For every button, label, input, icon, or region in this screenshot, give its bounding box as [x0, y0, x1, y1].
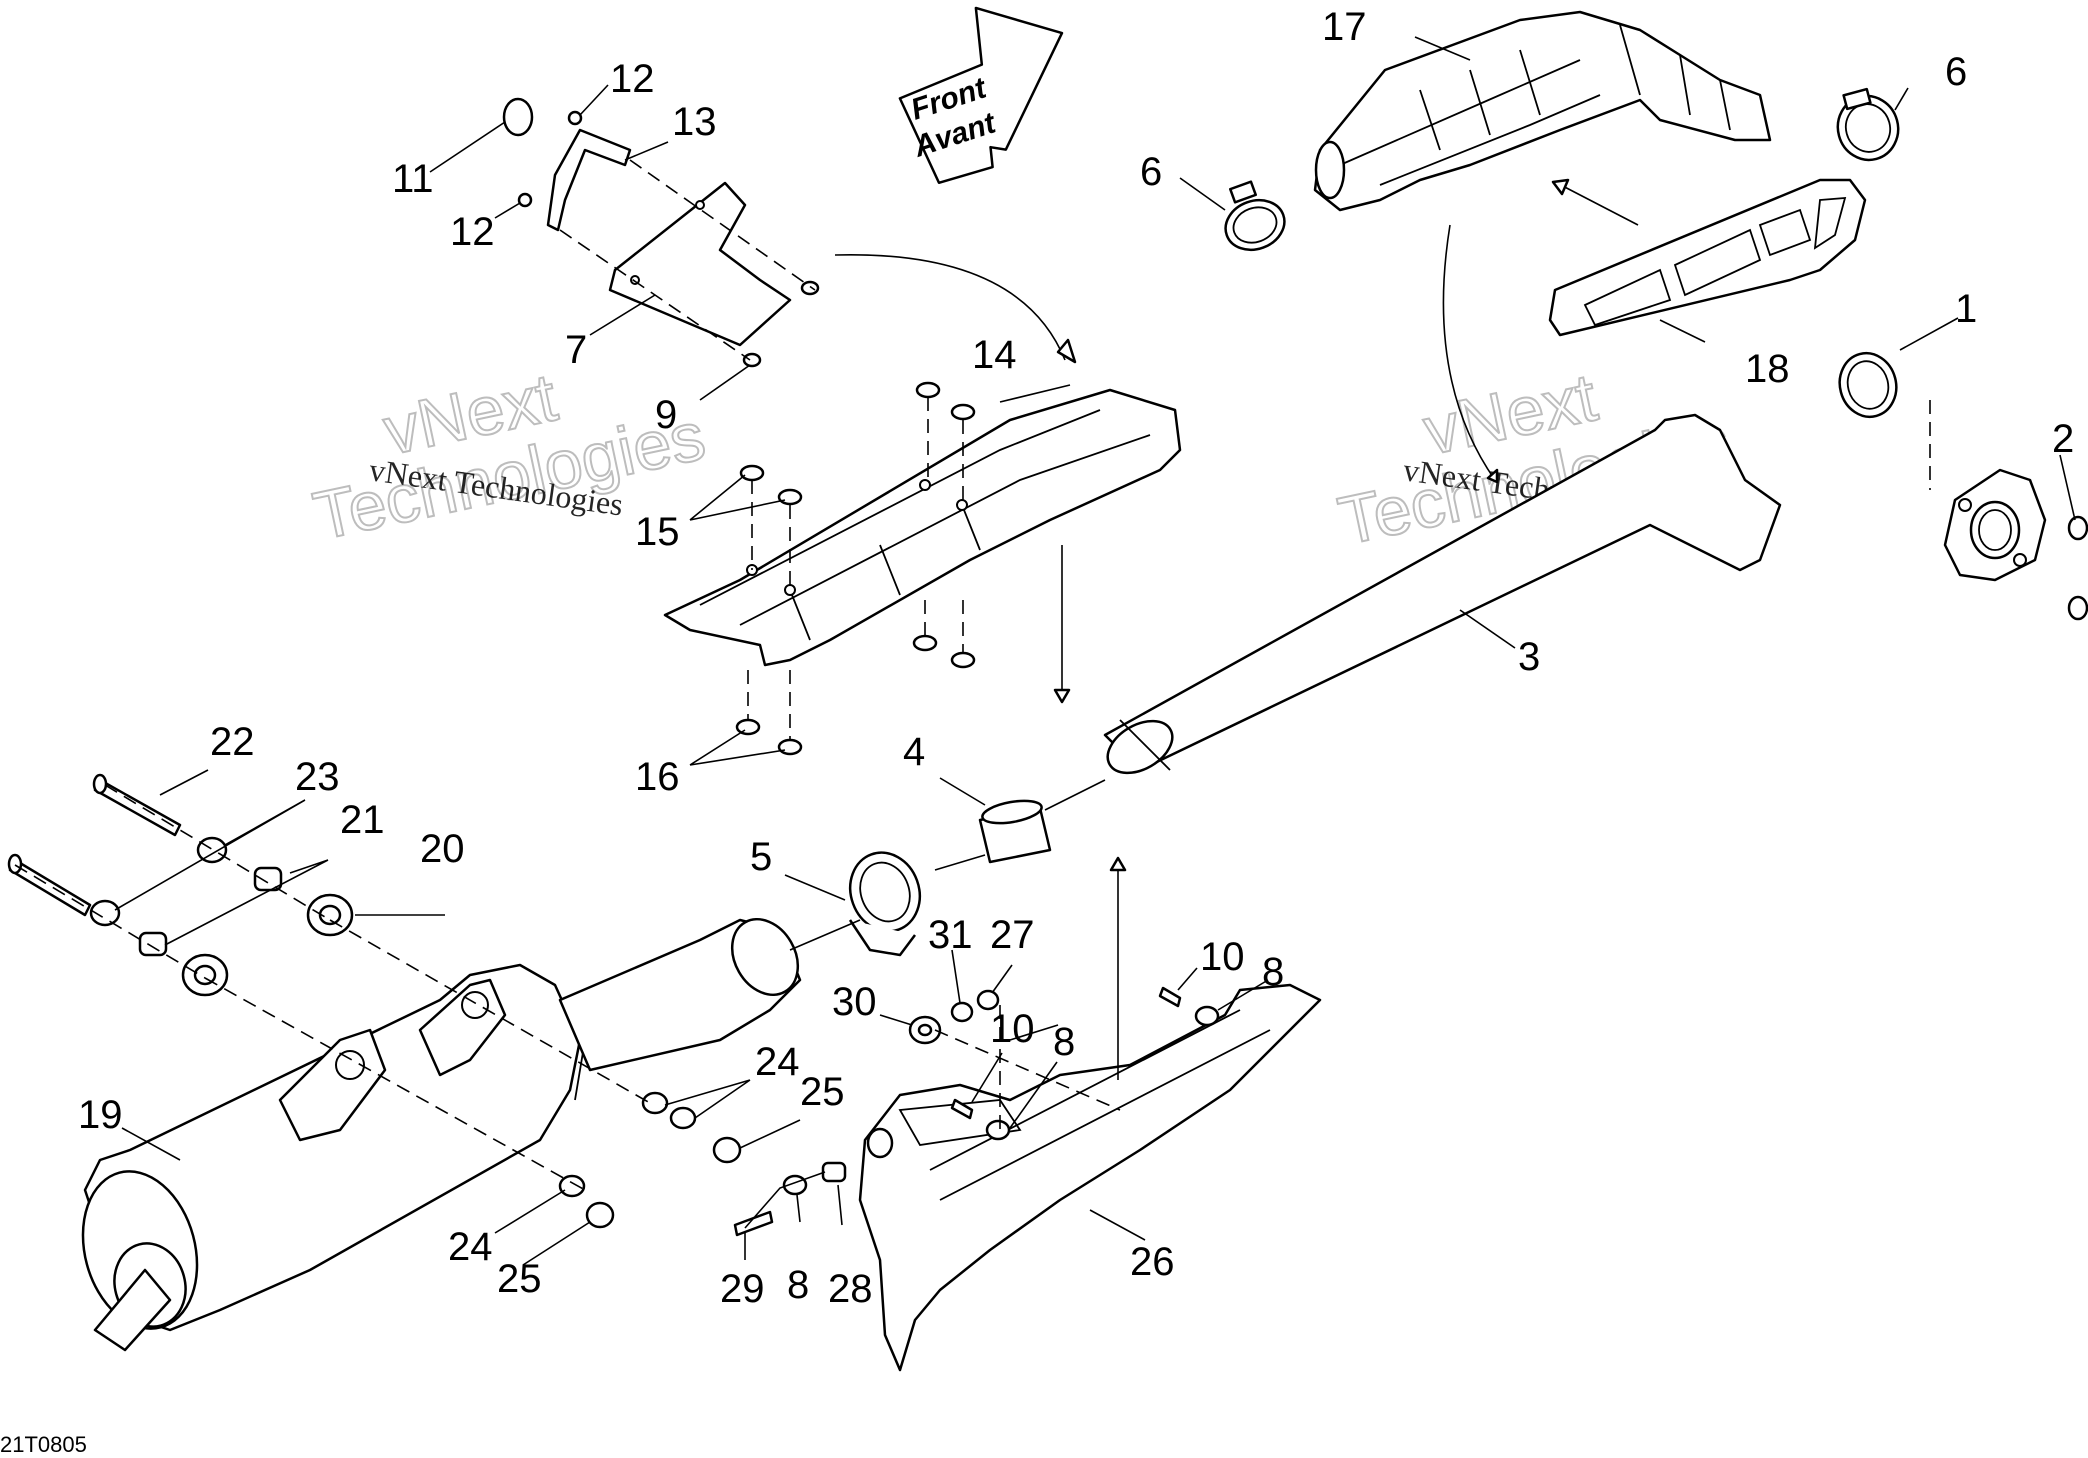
part-21-spacers	[138, 866, 283, 957]
part-22-bolts	[7, 773, 182, 917]
callout-16: 16	[635, 755, 680, 799]
part-25-nuts	[585, 1136, 742, 1229]
callout-28: 28	[828, 1267, 873, 1311]
callout-25-top: 25	[800, 1070, 845, 1114]
callout-12-top: 12	[610, 57, 655, 101]
callout-22: 22	[210, 720, 255, 764]
part-8-washers	[782, 1005, 1220, 1196]
part-19-muffler	[81, 918, 802, 1352]
part-31-washer	[950, 1001, 974, 1023]
callout-19: 19	[78, 1093, 123, 1137]
part-9-washers	[742, 280, 820, 368]
callout-29: 29	[720, 1267, 765, 1311]
callout-20: 20	[420, 827, 465, 871]
callout-27: 27	[990, 913, 1035, 957]
part-12-bolts	[517, 110, 583, 208]
part-28-spacer	[821, 1161, 847, 1183]
part-26-lower-shield	[858, 983, 1322, 1372]
part-3-exhaust-pipe	[1103, 413, 2047, 775]
callout-30: 30	[832, 980, 877, 1024]
callout-14: 14	[972, 333, 1017, 377]
part-14-heat-shield	[663, 388, 1182, 667]
callout-11: 11	[392, 157, 434, 201]
callout-26: 26	[1130, 1240, 1175, 1284]
callout-8-middle: 8	[1053, 1020, 1075, 1064]
callout-8-top: 8	[1262, 950, 1284, 994]
part-11-bushing	[502, 97, 534, 137]
part-30-grommet	[908, 1015, 942, 1045]
callout-17: 17	[1322, 5, 1367, 49]
assembly-arrows	[834, 178, 1639, 1080]
part-29-bolt	[733, 1210, 774, 1237]
callout-13: 13	[672, 100, 717, 144]
callout-8-bottom: 8	[787, 1263, 809, 1307]
callout-6-right: 6	[1945, 50, 1967, 94]
callout-numbers: 1 2 3 4 5 6 6 7 8 8 8 9 10 10 11 12 12 1…	[78, 5, 2074, 1311]
callout-24-bottom: 24	[448, 1225, 493, 1269]
part-1-gasket-ring	[1838, 352, 1898, 418]
callout-24-top: 24	[755, 1040, 800, 1084]
part-2-nuts	[2067, 515, 2088, 621]
part-5-clamp	[848, 851, 922, 957]
callout-10-top: 10	[1200, 935, 1245, 979]
callout-5: 5	[750, 835, 772, 879]
callout-23: 23	[295, 755, 340, 799]
callout-25-bottom: 25	[497, 1257, 542, 1301]
callout-10-middle: 10	[990, 1007, 1035, 1051]
callout-21: 21	[340, 798, 385, 842]
callout-31: 31	[928, 913, 973, 957]
callout-2: 2	[2052, 417, 2074, 461]
callout-4: 4	[903, 730, 925, 774]
part-16-washers	[735, 600, 976, 756]
part-27-nut	[976, 989, 1000, 1011]
callout-leaders	[114, 36, 2076, 1266]
part-23-washers	[89, 836, 228, 927]
callout-7: 7	[565, 328, 587, 372]
part-13-bracket	[546, 128, 632, 232]
callout-12-bottom: 12	[450, 210, 495, 254]
part-20-grommets	[181, 893, 354, 997]
callout-15: 15	[635, 510, 680, 554]
part-24-washers	[558, 1091, 697, 1198]
part-10-bolts	[950, 986, 1182, 1120]
callout-18: 18	[1745, 347, 1790, 391]
part-4-sleeve	[978, 799, 1052, 864]
diagram-code: 21T0805	[0, 1432, 87, 1457]
front-direction-arrow: Front Avant	[898, 6, 1064, 185]
part-18-heat-shield-plate	[1548, 178, 1867, 337]
callout-6-left: 6	[1140, 150, 1162, 194]
part-17-shield-assembly	[1224, 10, 1900, 252]
callout-1: 1	[1955, 287, 1977, 331]
part-7-deflector	[608, 181, 792, 347]
callout-9: 9	[655, 393, 677, 437]
callout-3: 3	[1518, 635, 1540, 679]
